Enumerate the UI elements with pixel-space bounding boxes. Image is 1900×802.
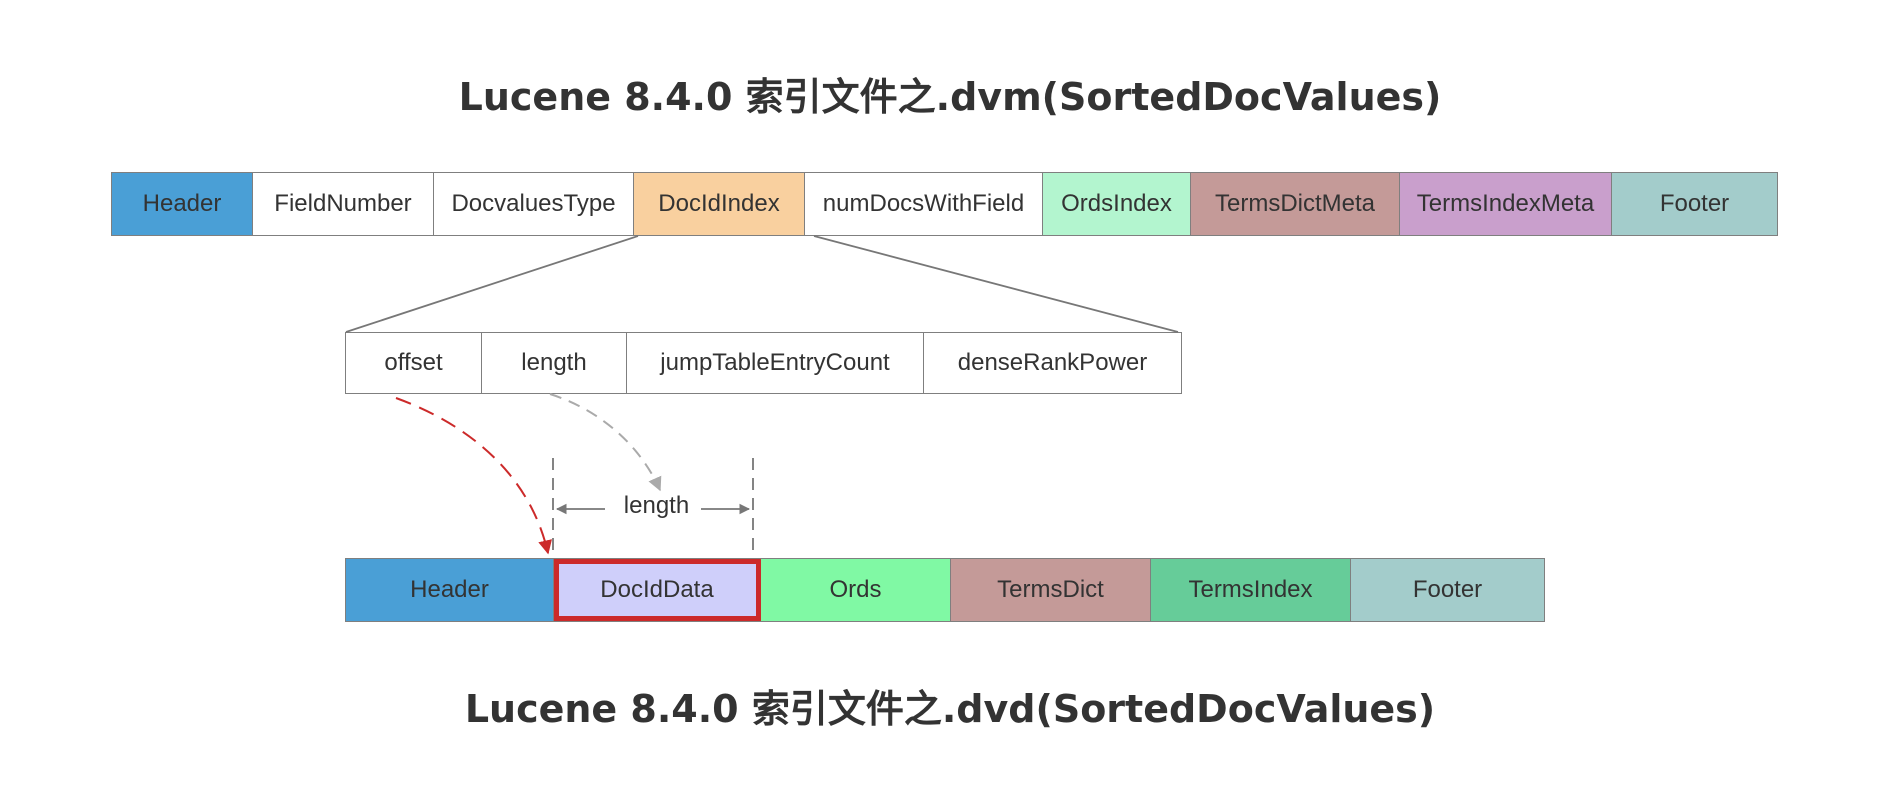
expand-line-right — [813, 235, 1179, 333]
dvm-field-docvaluestype: DocvaluesType — [434, 173, 634, 235]
dvm-field-fieldnumber: FieldNumber — [253, 173, 434, 235]
dvm-field-termsdictmeta: TermsDictMeta — [1191, 173, 1400, 235]
dvm-field-header: Header — [112, 173, 253, 235]
dvd-field-dociddata: DocIdData — [554, 559, 761, 621]
offset-arrow — [395, 397, 552, 555]
dvm-field-termsindexmeta: TermsIndexMeta — [1400, 173, 1612, 235]
expand-line-left — [345, 235, 639, 333]
dvd-structure-row: Header DocIdData Ords TermsDict TermsInd… — [345, 558, 1545, 622]
dvm-structure-row: Header FieldNumber DocvaluesType DocIdIn… — [111, 172, 1778, 236]
dvd-field-footer: Footer — [1351, 559, 1544, 621]
dvd-field-termsdict: TermsDict — [951, 559, 1151, 621]
dvd-title: Lucene 8.4.0 索引文件之.dvd(SortedDocValues) — [464, 687, 1436, 731]
length-arrow — [549, 393, 662, 492]
docidindex-detail-row: offset length jumpTableEntryCount denseR… — [345, 332, 1182, 394]
dvm-title: Lucene 8.4.0 索引文件之.dvm(SortedDocValues) — [458, 75, 1442, 119]
dvm-field-docidindex: DocIdIndex — [634, 173, 805, 235]
dvm-field-footer: Footer — [1612, 173, 1777, 235]
dvm-field-ordsindex: OrdsIndex — [1043, 173, 1191, 235]
dvd-field-termsindex: TermsIndex — [1151, 559, 1351, 621]
length-dimension-label: length — [623, 492, 690, 519]
dvd-field-ords: Ords — [761, 559, 951, 621]
docidindex-field-jumptableentrycount: jumpTableEntryCount — [627, 333, 924, 393]
docidindex-field-denserankpower: denseRankPower — [957, 349, 1148, 376]
docidindex-field-length: length — [482, 333, 627, 393]
docidindex-field-offset: offset — [346, 333, 482, 393]
dvm-field-numdocswithfield: numDocsWithField — [805, 173, 1043, 235]
dvd-field-header: Header — [346, 559, 554, 621]
